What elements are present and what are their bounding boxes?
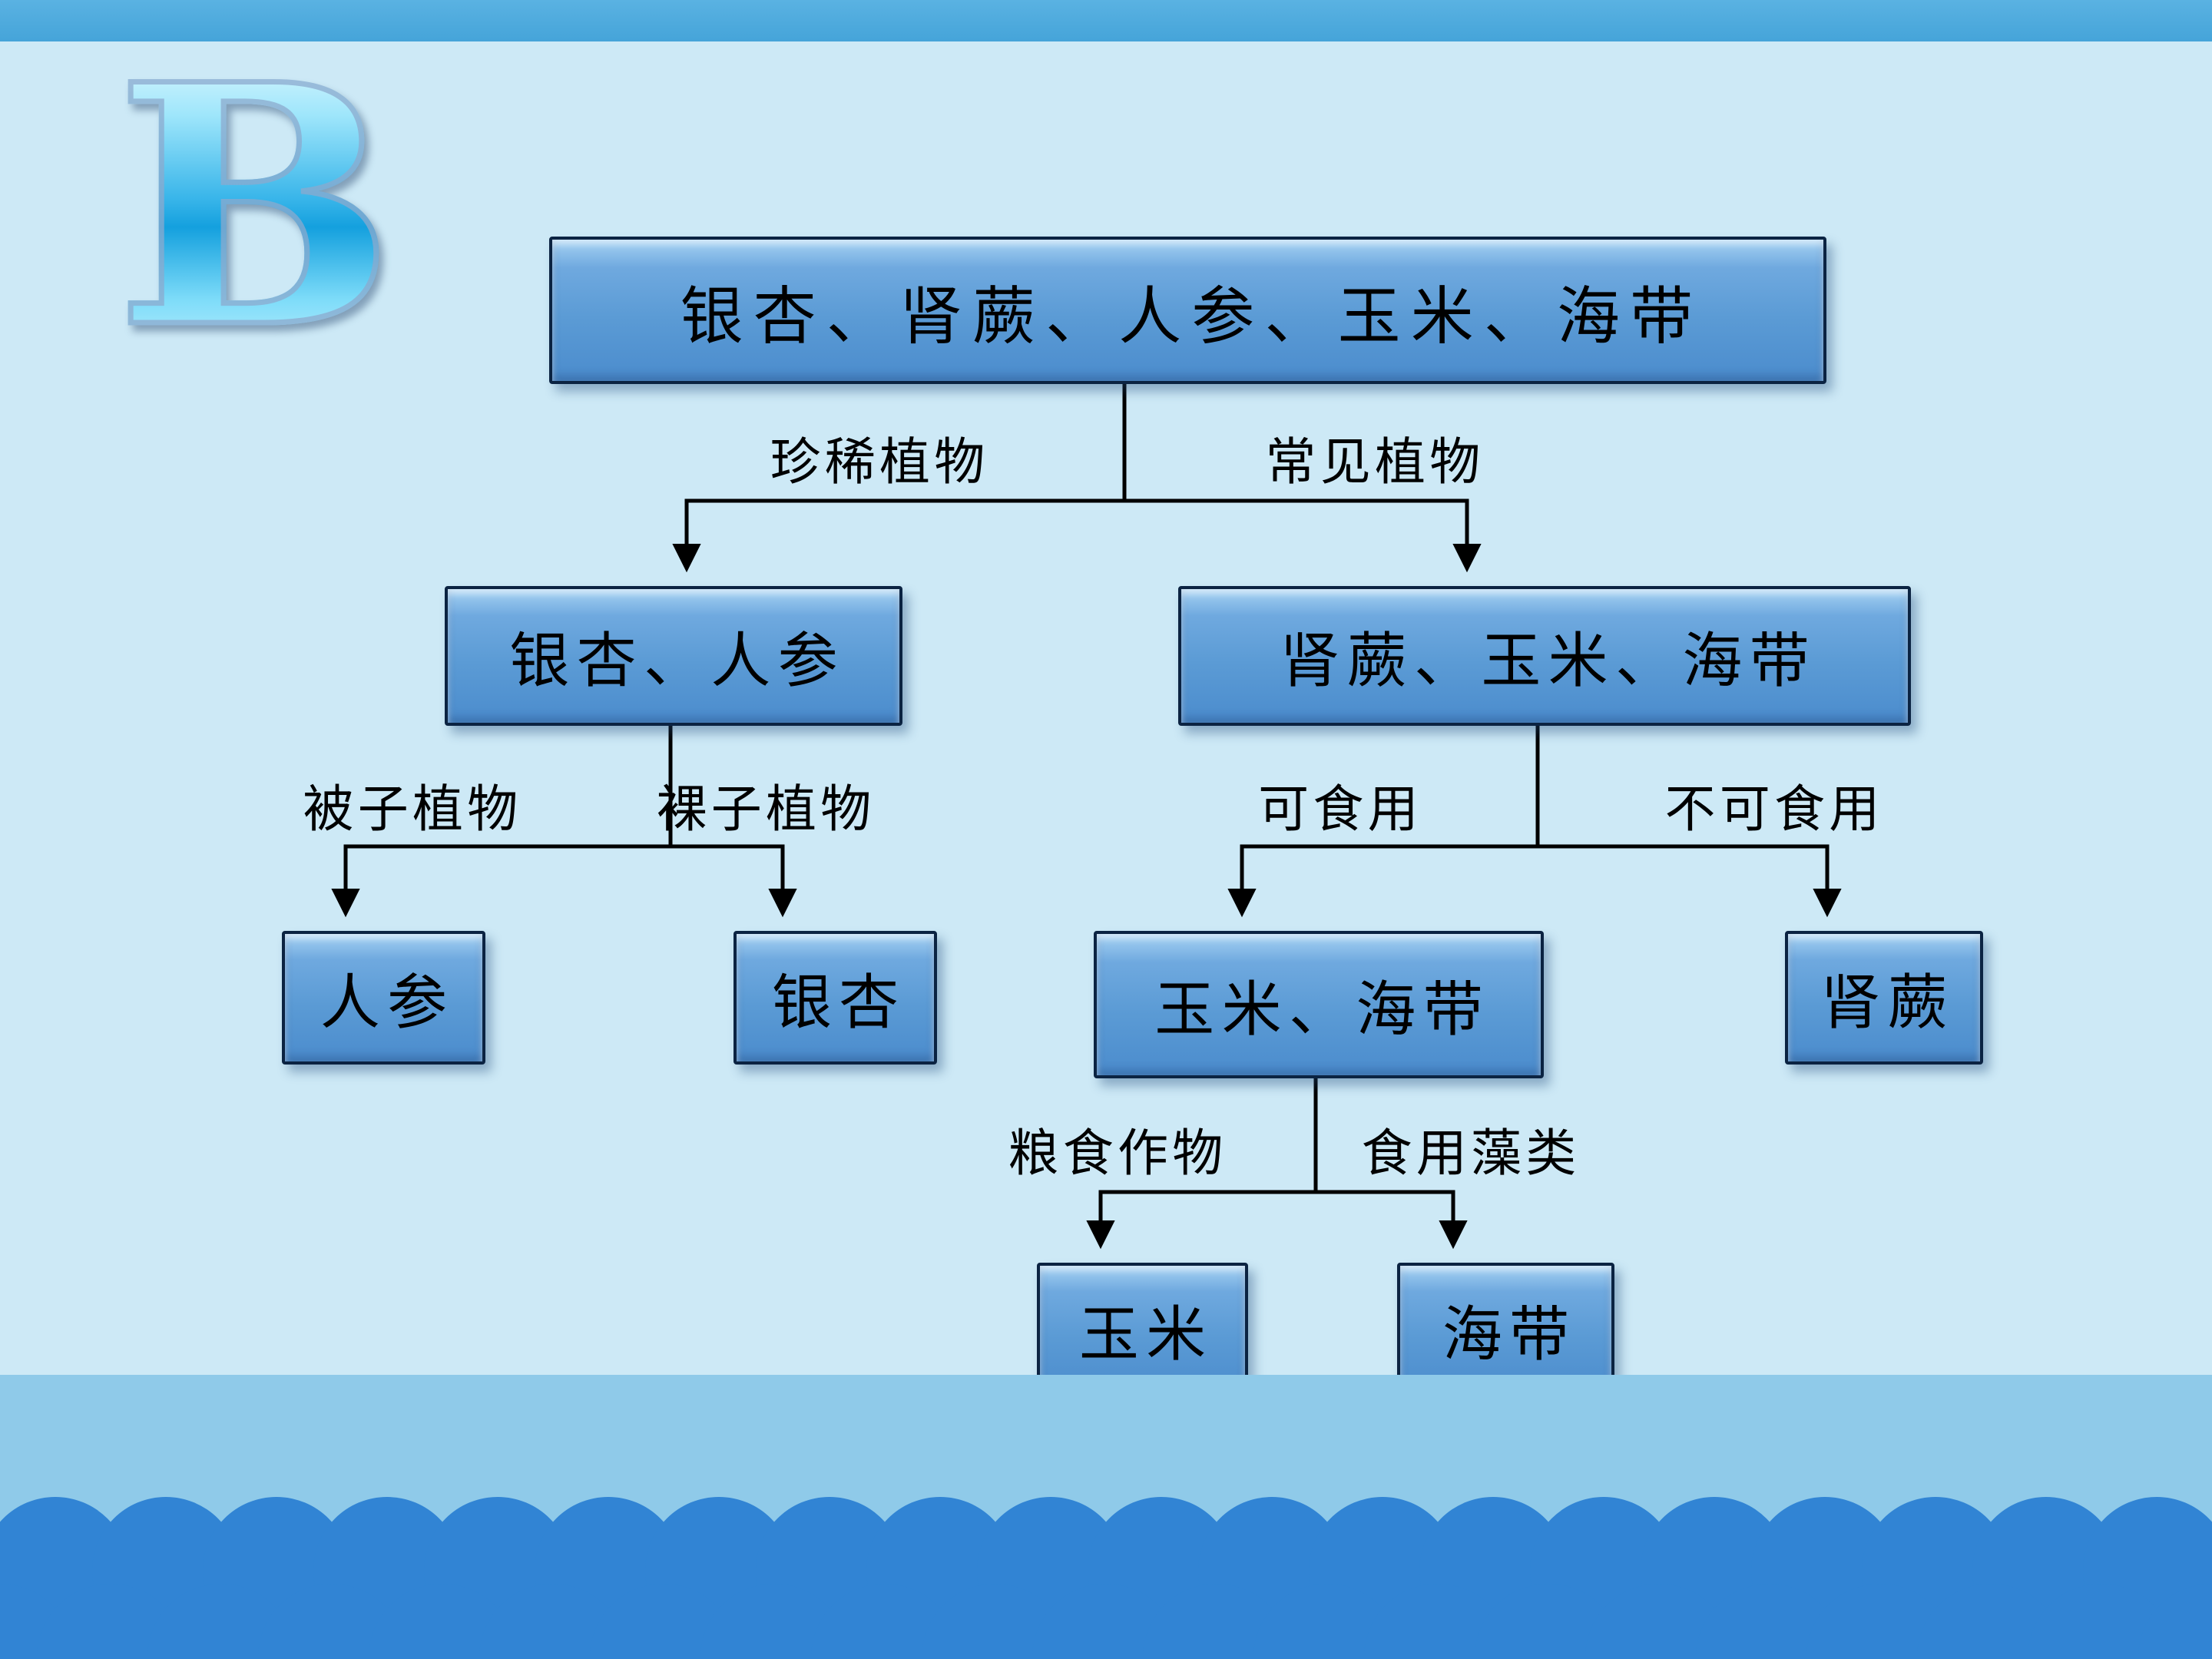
branch-label-inedible: 不可食用 <box>1664 780 1884 839</box>
node-corn-kelp: 玉米、海带 <box>1094 931 1544 1078</box>
branch-label-common-plants: 常见植物 <box>1265 432 1485 492</box>
slide-letter-badge: B <box>112 13 396 401</box>
branch-label-grain-crop: 粮食作物 <box>1008 1124 1227 1183</box>
branch-label-edible: 可食用 <box>1258 780 1422 839</box>
node-ginkgo: 银杏 <box>733 931 937 1065</box>
branch-label-angiosperm: 被子植物 <box>303 780 522 839</box>
branch-label-gymnosperm: 裸子植物 <box>656 780 876 839</box>
scallop-footer-decoration <box>0 1375 2212 1659</box>
top-accent-bar <box>0 0 2212 41</box>
node-kelp: 海带 <box>1397 1263 1614 1396</box>
branch-label-edible-algae: 食用藻类 <box>1361 1124 1581 1183</box>
node-fern: 肾蕨 <box>1785 931 1983 1065</box>
node-rare-plants: 银杏、人参 <box>445 586 902 726</box>
node-corn: 玉米 <box>1037 1263 1248 1396</box>
node-root-all-plants: 银杏、肾蕨、人参、玉米、海带 <box>549 237 1826 384</box>
node-ginseng: 人参 <box>282 931 485 1065</box>
branch-label-rare-plants: 珍稀植物 <box>770 432 989 492</box>
node-common-plants: 肾蕨、玉米、海带 <box>1178 586 1911 726</box>
